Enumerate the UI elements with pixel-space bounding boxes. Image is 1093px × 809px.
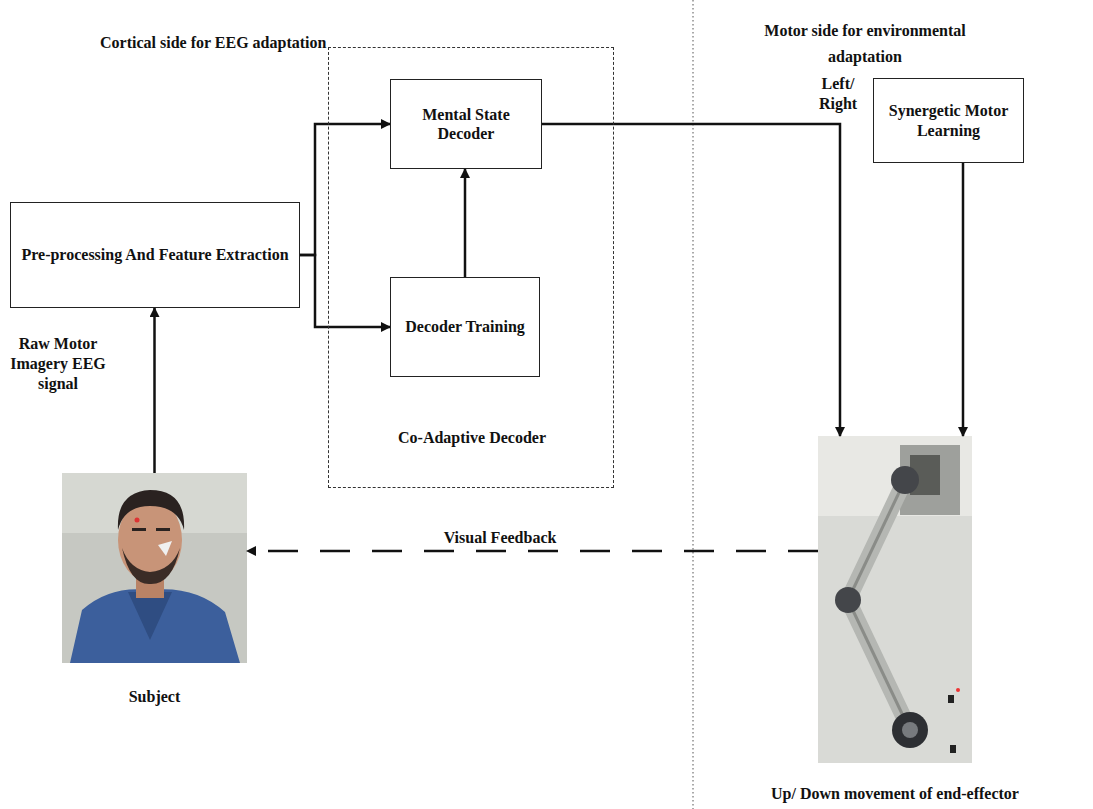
connector-arrow: [300, 124, 390, 255]
node-text: Synergetic Motor Learning: [884, 101, 1013, 139]
connector-arrow: [300, 255, 390, 327]
connector-arrow: [464, 169, 467, 277]
subject-photo: [62, 473, 247, 663]
group-box: Co-Adaptive Decoder Mental State DecoderD…: [328, 47, 614, 488]
divider-line: [693, 0, 694, 809]
section-heading: Cortical side for EEG adaptation: [100, 30, 420, 56]
node-text: Up/ Down movement of end-effector: [705, 784, 1085, 803]
edge-label: Raw Motor Imagery EEG signal: [8, 334, 108, 394]
node-text: Subject: [22, 687, 287, 706]
node-text: Mental State Decoder: [401, 105, 531, 143]
node-text: Decoder Training: [405, 317, 525, 336]
connector-arrow: [153, 308, 156, 473]
section-heading: Motor side for environmental adaptation: [745, 18, 985, 69]
process-box: Decoder Training: [390, 277, 540, 377]
connector-arrow: [542, 124, 840, 436]
edge-label: Visual Feedback: [420, 528, 580, 548]
process-box: Mental State Decoder: [390, 79, 542, 169]
node-text: Co-Adaptive Decoder: [329, 428, 615, 447]
process-box: Pre-processing And Feature Extraction: [10, 202, 300, 308]
process-box: Synergetic Motor Learning: [873, 78, 1024, 163]
photo-node: Subject: [62, 473, 247, 663]
connector-arrow: [247, 550, 818, 553]
robot-arm-photo: [818, 436, 972, 763]
photo-node: Up/ Down movement of end-effector: [818, 436, 972, 763]
connector-arrow: [962, 163, 965, 436]
edge-label: Left/ Right: [808, 74, 868, 114]
node-text: Pre-processing And Feature Extraction: [21, 245, 288, 264]
